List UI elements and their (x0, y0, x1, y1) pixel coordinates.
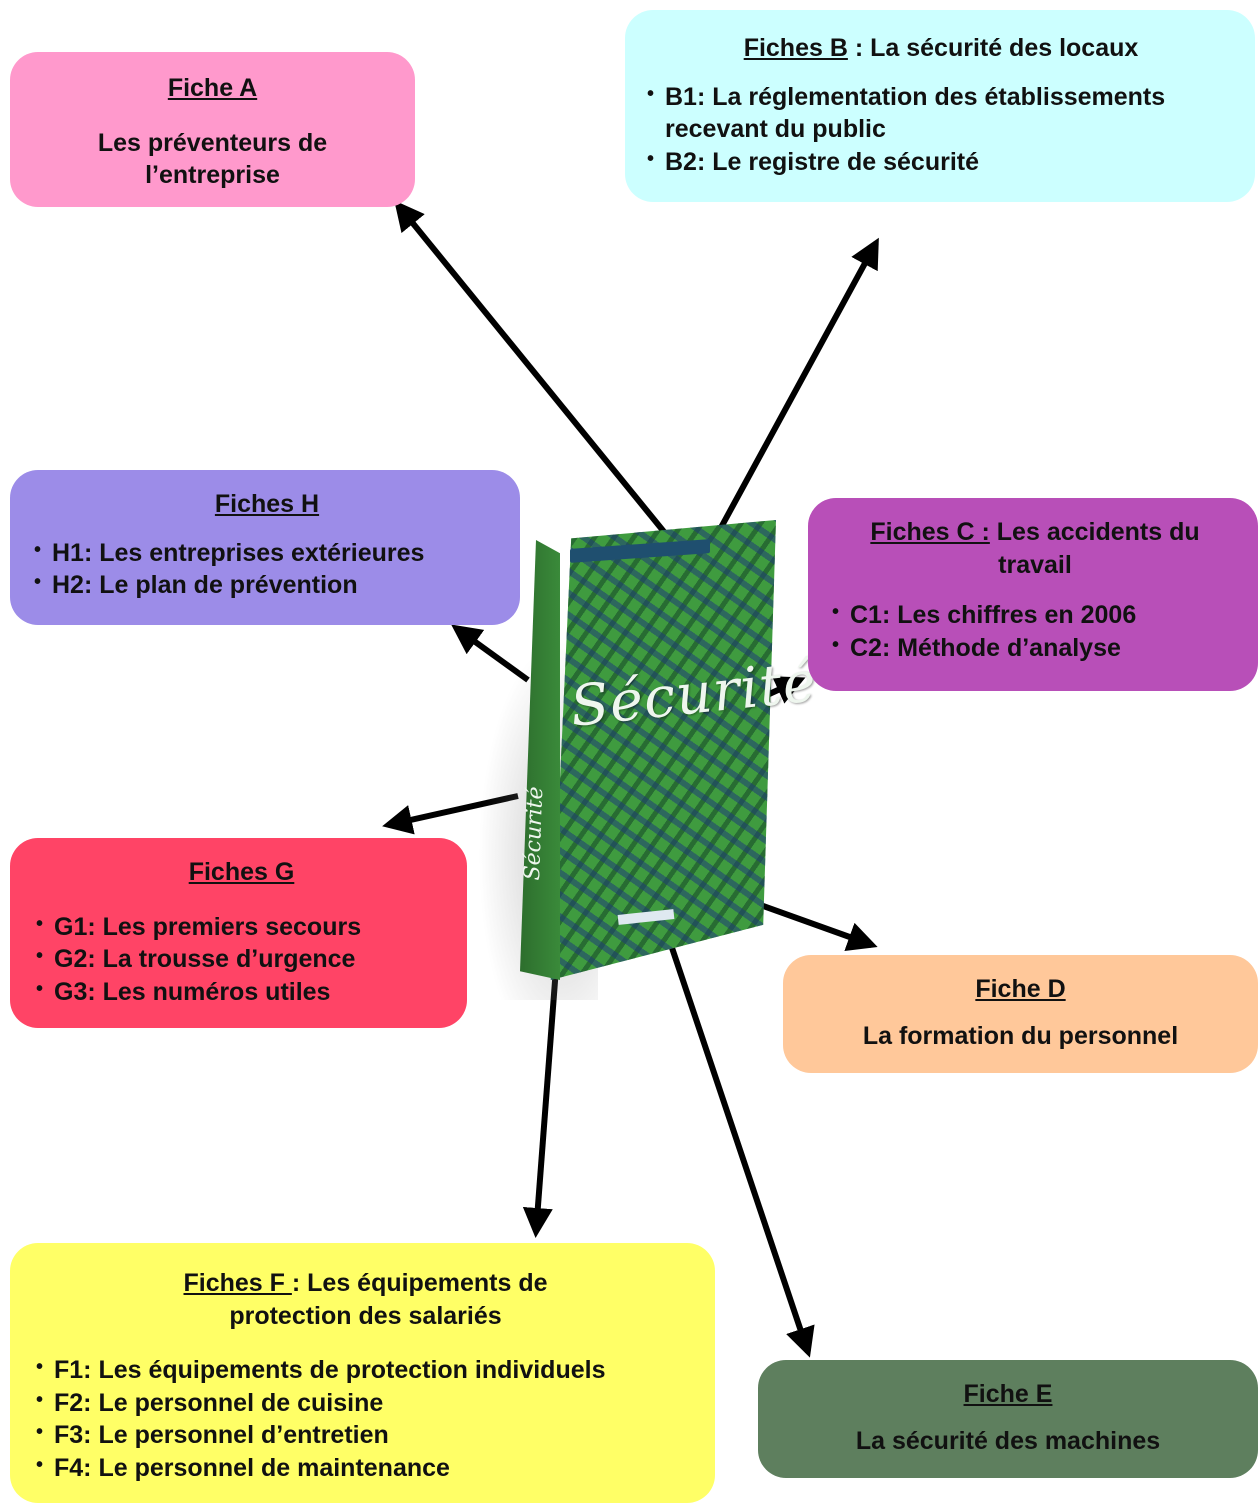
fiche-a-heading: Fiche A (167, 74, 258, 102)
fiches-f-heading: Fiches F (183, 1269, 292, 1297)
fiches-b-heading-suffix: : La sécurité des locaux (847, 34, 1139, 62)
fiches-b-item: B1: La réglementation des établissements… (647, 81, 1235, 146)
fiches-f-item: F4: Le personnel de maintenance (36, 1452, 695, 1485)
fiche-d-title: La formation du personnel (862, 1021, 1179, 1050)
fiches-f-item: F1: Les équipements de protection indivi… (36, 1354, 695, 1387)
fiches-f-item: F3: Le personnel d’entretien (36, 1419, 695, 1452)
arrow-to-fiches-h (451, 624, 530, 683)
fiches-h-box: Fiches H H1: Les entreprises extérieures… (10, 470, 520, 625)
arrow-to-fiche-a (394, 200, 668, 535)
fiches-c-item: C1: Les chiffres en 2006 (832, 599, 1238, 632)
fiches-f-heading-suffix: : Les équipements de protection des sala… (229, 1269, 548, 1330)
book-spine-title: Sécurité (520, 786, 549, 881)
fiche-a-box: Fiche A Les préventeurs de l’entreprise (10, 52, 415, 207)
fiches-c-heading-suffix: Les accidents du travail (989, 518, 1200, 579)
fiches-g-box: Fiches G G1: Les premiers secours G2: La… (10, 838, 467, 1028)
fiches-f-item: F2: Le personnel de cuisine (36, 1387, 695, 1420)
fiche-e-title: La sécurité des machines (855, 1426, 1161, 1455)
fiches-c-item: C2: Méthode d’analyse (832, 632, 1238, 665)
fiche-a-title: Les préventeurs de l’entreprise (97, 128, 328, 190)
fiche-e-heading: Fiche E (963, 1380, 1053, 1408)
fiches-g-item: G3: Les numéros utiles (36, 976, 447, 1009)
arrow-to-fiches-b (715, 237, 879, 535)
fiche-e-box: Fiche E La sécurité des machines (758, 1360, 1258, 1478)
fiches-b-heading: Fiches B (743, 34, 848, 62)
book-front-cover (550, 520, 776, 980)
fiches-b-box: Fiches B : La sécurité des locaux B1: La… (625, 10, 1255, 202)
arrow-to-fiche-e (663, 929, 815, 1358)
fiche-d-heading: Fiche D (975, 975, 1066, 1003)
securite-book-cover: Sécurité Sécurité (478, 520, 820, 1000)
fiches-h-item: H2: Le plan de prévention (34, 569, 500, 602)
fiches-c-heading: Fiches C : (870, 518, 990, 546)
fiches-g-heading: Fiches G (188, 858, 295, 886)
fiches-g-item: G1: Les premiers secours (36, 911, 447, 944)
fiches-b-item: B2: Le registre de sécurité (647, 146, 1235, 179)
fiches-c-box: Fiches C : Les accidents du travail C1: … (808, 498, 1258, 691)
fiche-d-box: Fiche D La formation du personnel (783, 955, 1258, 1073)
fiches-f-box: Fiches F : Les équipements de protection… (10, 1243, 715, 1503)
arrow-to-fiches-f (522, 967, 559, 1238)
fiches-g-item: G2: La trousse d’urgence (36, 943, 447, 976)
fiches-h-heading: Fiches H (214, 490, 320, 518)
fiches-h-item: H1: Les entreprises extérieures (34, 537, 500, 570)
arrow-to-fiches-g (382, 793, 519, 835)
